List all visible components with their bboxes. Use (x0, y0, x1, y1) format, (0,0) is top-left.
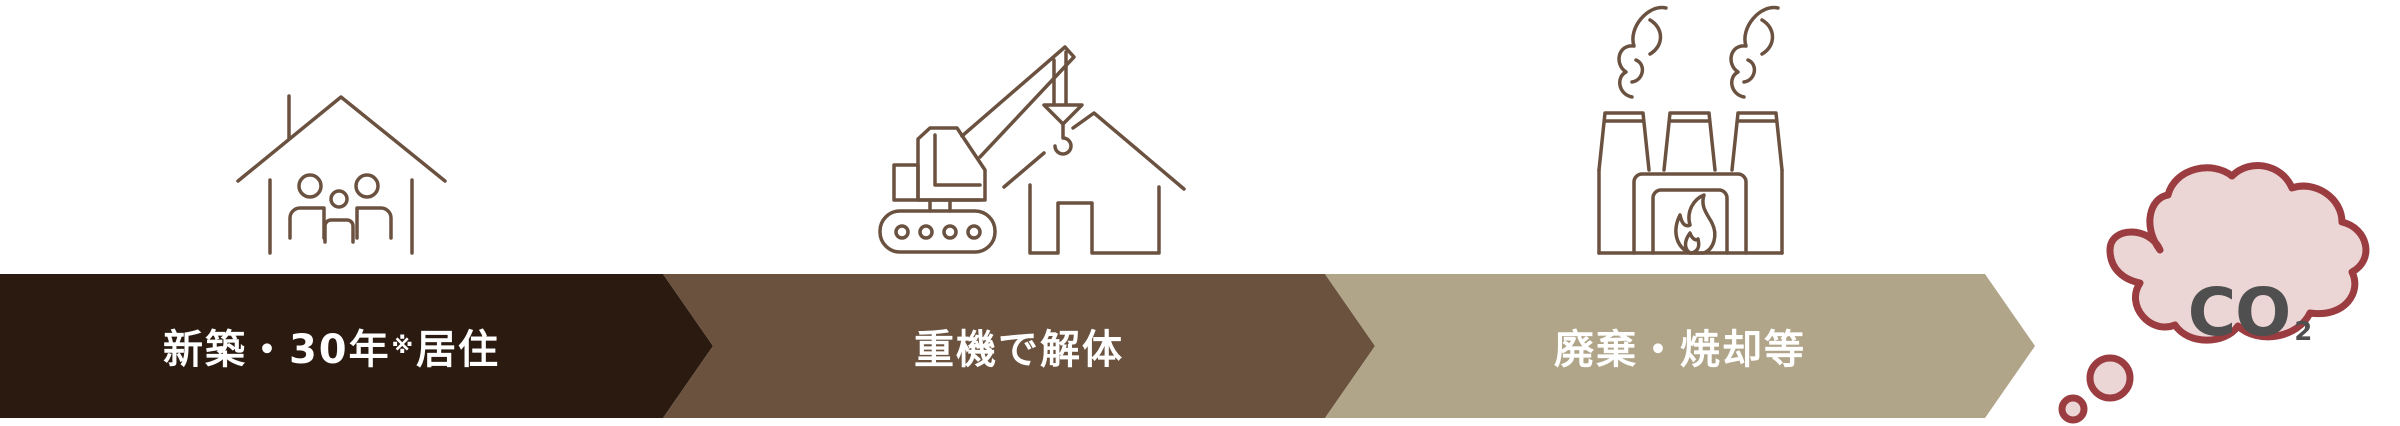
co2-thought-cloud-icon (2058, 162, 2370, 424)
co2-label-main: CO (2187, 273, 2292, 351)
stage-1-label-mark: ※ (391, 333, 416, 359)
stage-1-label-tail: 居住 (416, 327, 501, 373)
stage-1-label-main: 新築・30年 (162, 327, 391, 373)
stage-2-arrow (663, 274, 1375, 418)
stage-1-label: 新築・30年※居住 (0, 274, 663, 418)
excavator-demolition-icon (878, 45, 1186, 255)
factory-incinerator-icon (1597, 5, 1784, 255)
co2-label-subscript: 2 (2294, 317, 2313, 347)
stage-3-label: 廃棄・焼却等 (1554, 327, 1806, 373)
house-family-icon (236, 94, 447, 255)
stage-2-label: 重機で解体 (914, 327, 1124, 373)
stage-3-arrow (1325, 274, 2035, 418)
stage-1-arrow (0, 274, 713, 418)
